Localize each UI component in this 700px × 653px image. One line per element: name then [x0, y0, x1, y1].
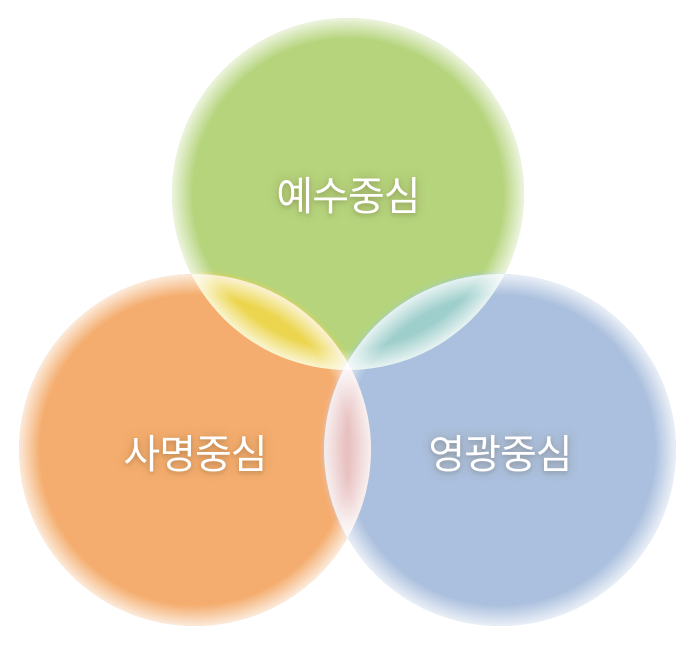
- circle-mission-edge-glow: [19, 274, 371, 626]
- circle-glory-edge-glow: [324, 274, 676, 626]
- label-glory-centered: 영광중심: [428, 432, 572, 478]
- label-jesus-centered: 예수중심: [276, 174, 420, 220]
- label-mission-centered: 사명중심: [123, 432, 267, 478]
- circle-jesus-edge-glow: [172, 18, 524, 370]
